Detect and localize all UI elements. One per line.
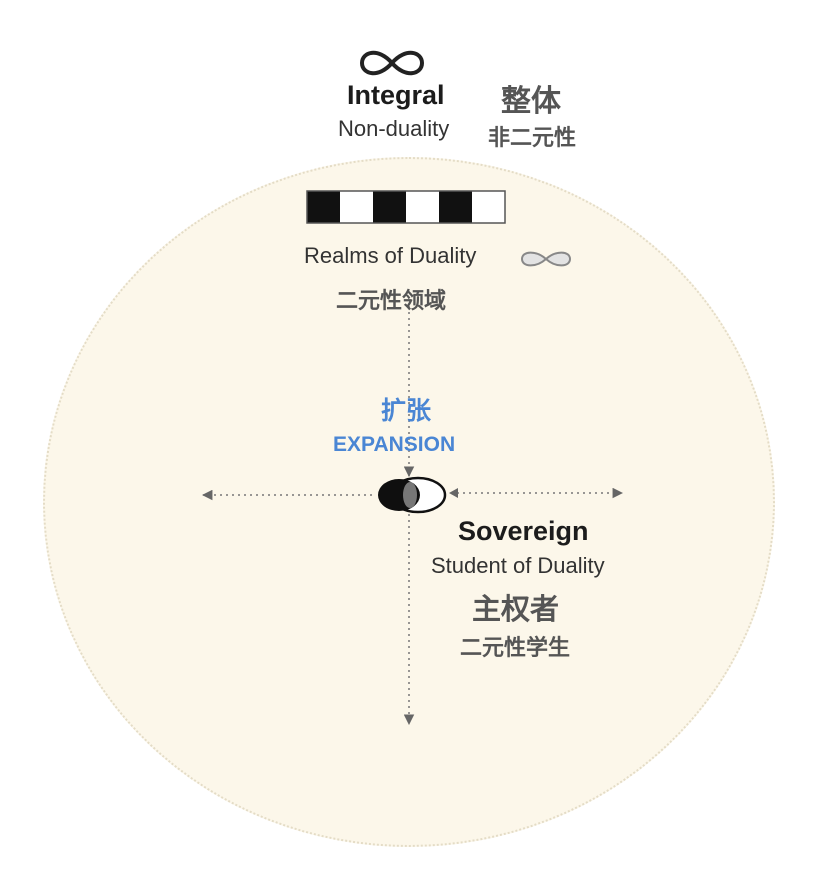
sovereign-title: Sovereign bbox=[458, 516, 589, 546]
infinity-icon bbox=[359, 50, 425, 76]
realms-label: Realms of Duality bbox=[304, 243, 477, 268]
integral-title-zh: 整体 bbox=[501, 84, 561, 119]
arrow-to-center-right bbox=[449, 488, 458, 498]
small-infinity-icon bbox=[520, 251, 572, 267]
expansion-label-zh: 扩张 bbox=[381, 396, 432, 425]
yin-yang-overlap-icon bbox=[378, 476, 447, 514]
student-of-duality-label: Student of Duality bbox=[431, 553, 605, 578]
sovereign-title-zh: 主权者 bbox=[472, 592, 560, 626]
student-of-duality-label-zh: 二元性学生 bbox=[460, 636, 571, 661]
non-duality-label: Non-duality bbox=[338, 116, 450, 141]
non-duality-label-zh: 非二元性 bbox=[488, 126, 577, 151]
duality-bar bbox=[306, 190, 506, 224]
realms-label-zh: 二元性领域 bbox=[336, 289, 447, 314]
expansion-label: EXPANSION bbox=[333, 433, 456, 456]
integral-title: Integral bbox=[347, 80, 445, 110]
